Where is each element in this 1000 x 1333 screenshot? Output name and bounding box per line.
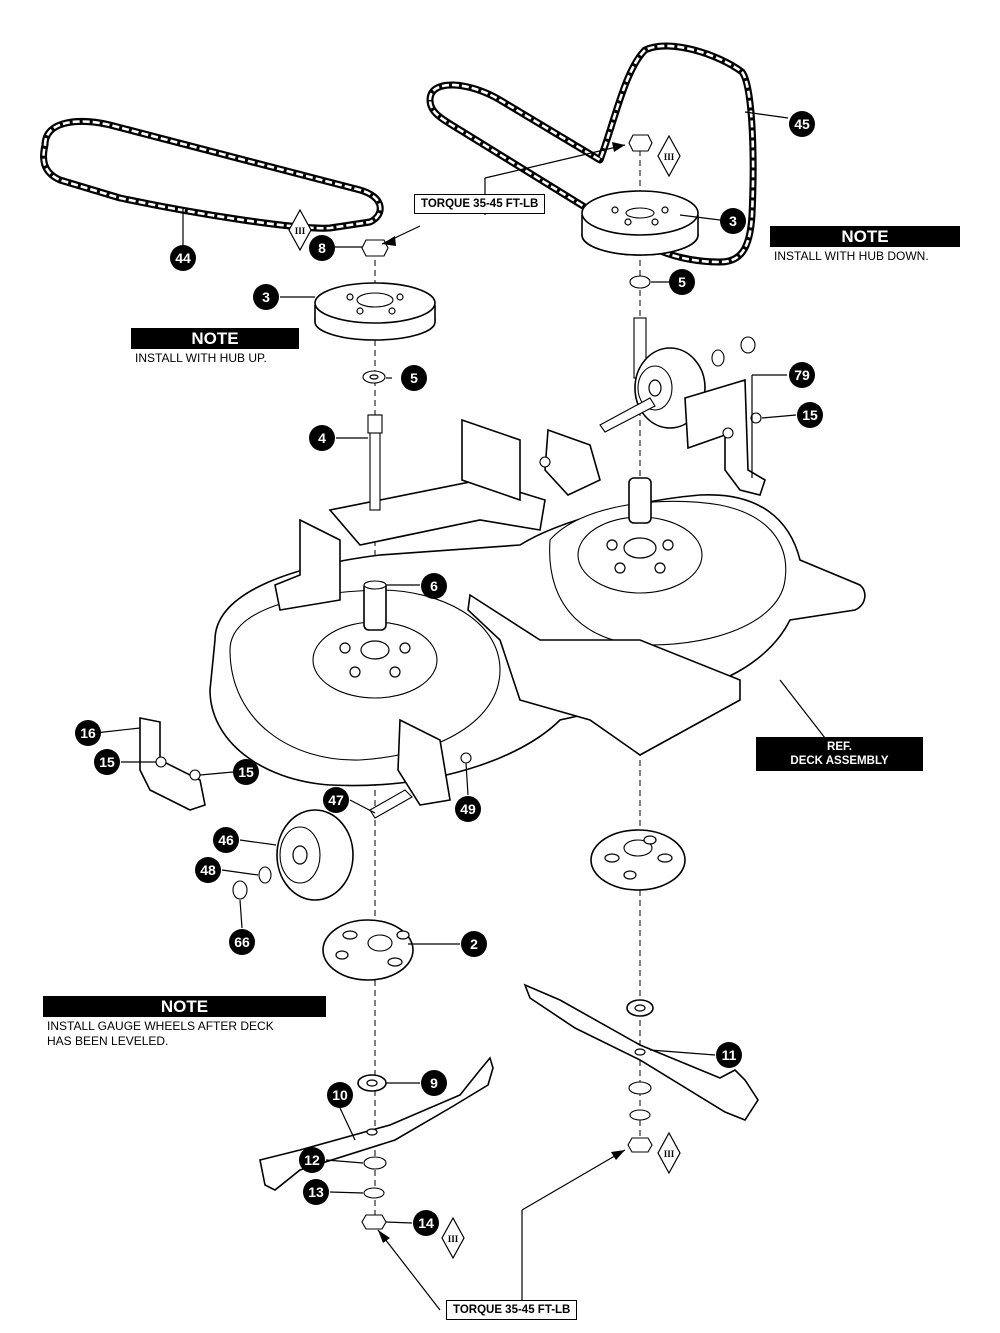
callout-16: 16: [75, 720, 101, 746]
callout-79: 79: [789, 362, 815, 388]
callout-45: 45: [789, 111, 815, 137]
right-gauge-wheel-assembly: [539, 336, 766, 496]
svg-text:46: 46: [218, 832, 234, 848]
svg-text:13: 13: [308, 1184, 324, 1200]
svg-text:66: 66: [234, 934, 250, 950]
callout-4: 4: [309, 425, 335, 451]
callout-14: 14: [413, 1210, 439, 1236]
svg-text:15: 15: [802, 407, 818, 423]
callout-47: 47: [323, 787, 349, 813]
svg-text:47: 47: [328, 792, 344, 808]
svg-text:10: 10: [332, 1087, 348, 1103]
callout-66: 66: [229, 929, 255, 955]
callout-10: 10: [327, 1082, 353, 1108]
callout-48: 48: [195, 857, 221, 883]
left-gauge-wheel-assembly: [139, 717, 472, 901]
callout-49: 49: [455, 796, 481, 822]
svg-text:3: 3: [729, 213, 737, 229]
note-gauge-wheels-text: INSTALL GAUGE WHEELS AFTER DECK HAS BEEN…: [47, 1019, 274, 1048]
svg-text:49: 49: [460, 801, 476, 817]
torque-symbol-diamond-2: III: [657, 134, 681, 178]
callout-9: 9: [421, 1070, 447, 1096]
callout-44: 44: [170, 245, 196, 271]
svg-text:16: 16: [80, 725, 96, 741]
svg-text:8: 8: [318, 240, 326, 256]
note-hub-down-text: INSTALL WITH HUB DOWN.: [774, 249, 929, 263]
svg-text:5: 5: [410, 370, 418, 386]
svg-text:15: 15: [238, 764, 254, 780]
right-spindle-stack: [523, 134, 759, 1153]
deck-housing: [209, 418, 866, 806]
svg-text:III: III: [664, 152, 675, 162]
callout-5-left: 5: [401, 365, 427, 391]
callout-3-left: 3: [253, 284, 279, 310]
callout-15-mid: 15: [233, 759, 259, 785]
torque-symbol-diamond-3: III: [441, 1216, 465, 1260]
callout-5-right: 5: [669, 269, 695, 295]
svg-text:4: 4: [318, 430, 326, 446]
torque-symbol-diamond-4: III: [657, 1131, 681, 1175]
svg-text:48: 48: [200, 862, 216, 878]
svg-text:44: 44: [175, 250, 191, 266]
callout-46: 46: [213, 827, 239, 853]
ref-deck-assembly-label: REF. DECK ASSEMBLY: [756, 737, 923, 771]
note-gauge-wheels-heading: NOTE: [43, 996, 326, 1017]
svg-text:11: 11: [722, 1047, 737, 1063]
callout-8: 8: [309, 235, 335, 261]
torque-symbol-diamond-1: III: [288, 208, 312, 252]
svg-text:6: 6: [430, 578, 438, 594]
belt-44: [40, 118, 384, 232]
svg-text:III: III: [664, 1149, 675, 1159]
torque-label-bottom: TORQUE 35-45 FT-LB: [446, 1300, 578, 1320]
callout-15-left: 15: [94, 749, 120, 775]
svg-text:III: III: [448, 1234, 459, 1244]
note-hub-down-heading: NOTE: [770, 226, 960, 247]
callout-12: 12: [299, 1147, 325, 1173]
callout-6: 6: [421, 573, 447, 599]
torque-label-top: TORQUE 35-45 FT-LB: [414, 194, 546, 214]
svg-text:2: 2: [470, 936, 478, 952]
svg-text:45: 45: [794, 116, 810, 132]
svg-text:79: 79: [794, 367, 810, 383]
note-hub-up-heading: NOTE: [131, 328, 299, 349]
callout-15-right: 15: [797, 402, 823, 428]
note-hub-up-text: INSTALL WITH HUB UP.: [135, 351, 267, 365]
svg-text:3: 3: [262, 289, 270, 305]
svg-text:9: 9: [430, 1075, 438, 1091]
svg-text:14: 14: [418, 1215, 434, 1231]
callout-3-right: 3: [720, 208, 746, 234]
svg-text:III: III: [295, 226, 306, 236]
svg-text:15: 15: [99, 754, 115, 770]
svg-text:12: 12: [304, 1152, 320, 1168]
callout-11: 11: [716, 1042, 742, 1068]
leader-lines: [94, 111, 826, 1311]
callout-2: 2: [461, 931, 487, 957]
svg-text:5: 5: [678, 274, 686, 290]
callout-13: 13: [303, 1179, 329, 1205]
